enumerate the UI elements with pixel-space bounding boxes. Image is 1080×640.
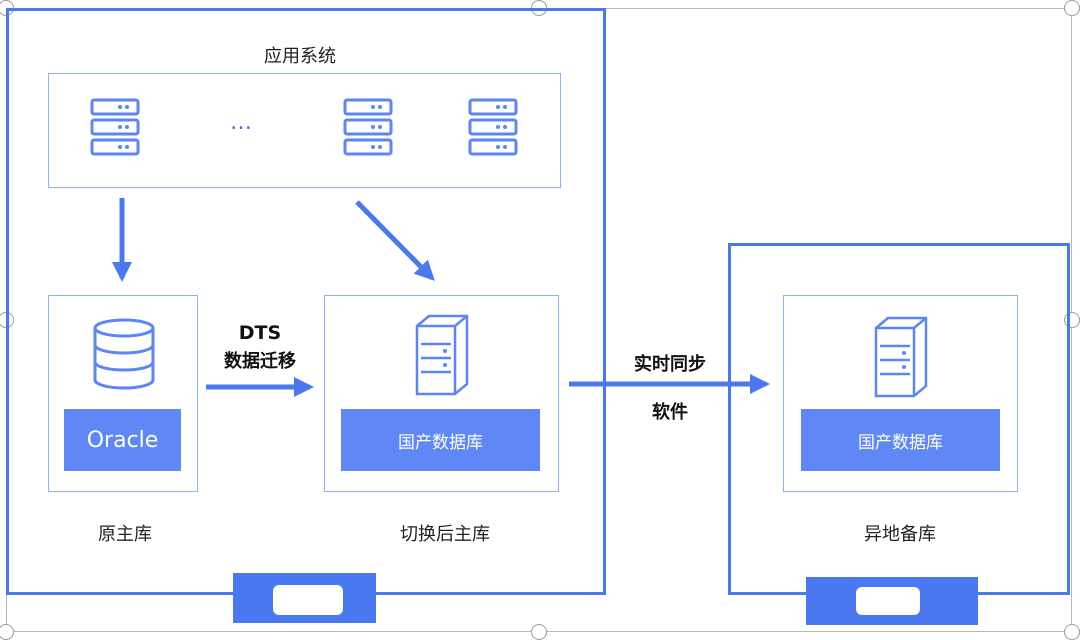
server-tower-icon: [874, 316, 928, 398]
ellipsis: …: [230, 110, 252, 135]
oracle-db-label: Oracle: [64, 409, 181, 471]
arrow-app-to-switched-db: [355, 200, 435, 281]
tab-redaction: [856, 587, 920, 615]
primary-site-tab: [233, 573, 376, 623]
original-db-caption: 原主库: [98, 524, 152, 545]
remote-db-caption: 异地备库: [864, 524, 936, 545]
switched-db-caption: 切换后主库: [400, 524, 490, 545]
switched-db-box: 国产数据库: [324, 295, 559, 492]
server-rack-icon: [343, 98, 393, 156]
remote-db-box: 国产数据库: [783, 295, 1018, 492]
app-system-title: 应用系统: [264, 46, 336, 67]
original-db-box: Oracle: [48, 295, 198, 492]
sync-software-label: 软件: [652, 402, 688, 423]
server-rack-icon: [90, 98, 140, 156]
domestic-db-label: 国产数据库: [341, 409, 540, 471]
app-servers-box: …: [48, 73, 561, 188]
database-icon: [93, 318, 155, 390]
remote-site-tab: [806, 577, 978, 625]
realtime-sync-label: 实时同步: [634, 354, 706, 375]
dts-label: DTS: [238, 322, 282, 344]
dts-migration-label: 数据迁移: [224, 351, 296, 372]
server-rack-icon: [468, 98, 518, 156]
domestic-db-label: 国产数据库: [801, 409, 1000, 471]
tab-redaction: [273, 585, 343, 615]
server-tower-icon: [415, 314, 469, 396]
